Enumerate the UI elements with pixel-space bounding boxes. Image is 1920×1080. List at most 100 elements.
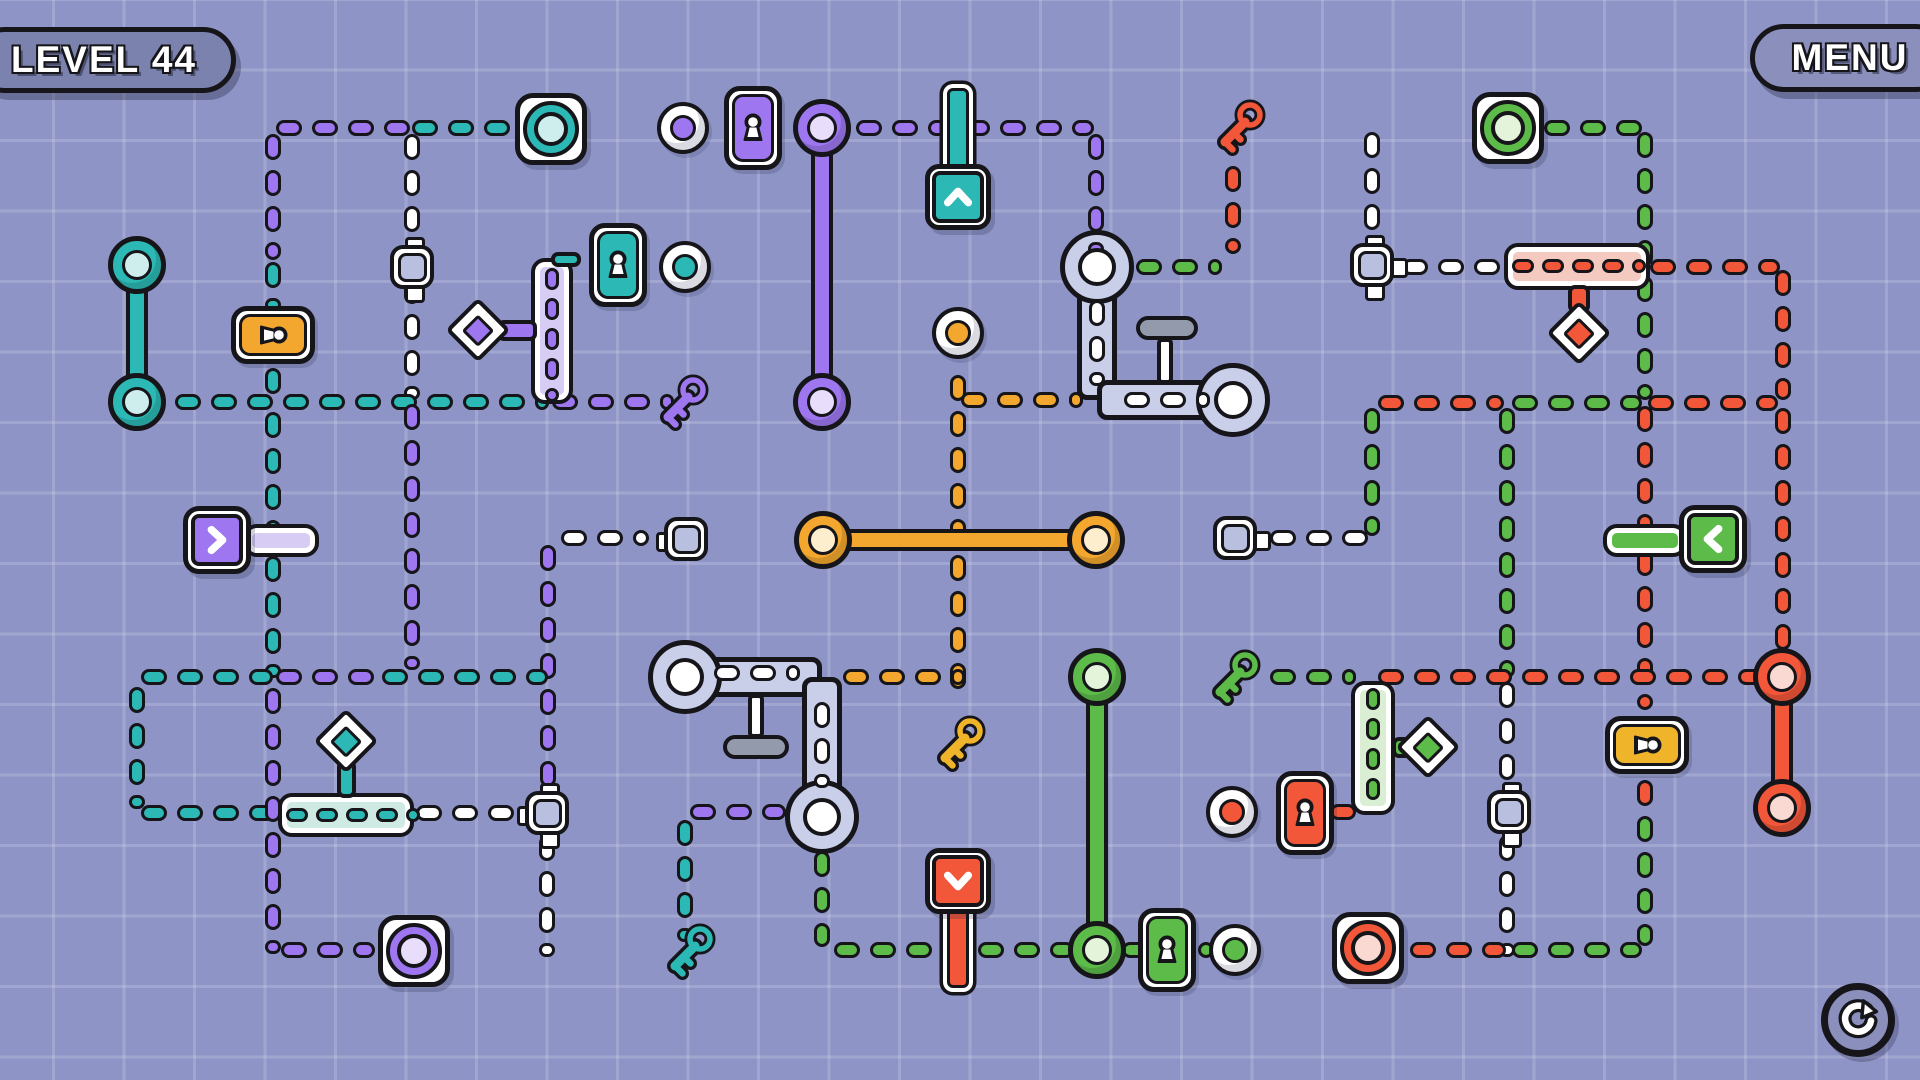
connector-bar: [551, 252, 581, 267]
link-bar-purple[interactable]: [811, 128, 833, 402]
path-dash-orange: [951, 669, 965, 685]
toggle-red[interactable]: [925, 848, 991, 914]
key-red-icon[interactable]: [1206, 95, 1270, 159]
socket-center: [1222, 937, 1248, 963]
socket-center: [1219, 799, 1245, 825]
slider-diamond-handle[interactable]: [1546, 300, 1612, 366]
path-dash-teal: [677, 856, 693, 882]
lock-body: [1146, 916, 1188, 984]
path-dash-green: [1014, 942, 1040, 958]
pipe-ball[interactable]: [1078, 248, 1116, 286]
slider-chevron-handle[interactable]: [183, 506, 251, 574]
slider-diamond-handle[interactable]: [1395, 714, 1461, 780]
path-dash-teal: [129, 795, 145, 809]
path-dash-red: [1225, 166, 1241, 192]
pipe-t-handle[interactable]: [1136, 316, 1198, 340]
keyhole-icon: [733, 108, 773, 148]
key-teal-icon[interactable]: [656, 919, 720, 983]
link-node-purple[interactable]: [793, 99, 851, 157]
path-dash-orange: [950, 483, 966, 509]
pipe-t-handle[interactable]: [723, 735, 789, 759]
link-node-orange[interactable]: [794, 511, 852, 569]
path-dash-green: [1544, 120, 1570, 136]
socket-red: [1206, 786, 1258, 838]
link-node-green[interactable]: [1068, 921, 1126, 979]
circle-button-red[interactable]: [1332, 912, 1404, 984]
path-dash-green: [1499, 552, 1515, 578]
button-ring: [1340, 920, 1396, 976]
path-dash-red: [1637, 442, 1653, 468]
path-dash-orange: [1069, 392, 1083, 408]
pipe-ball[interactable]: [666, 658, 704, 696]
path-dash-green: [1548, 395, 1574, 411]
path-dash-red: [1758, 259, 1780, 275]
path-dash-green: [1637, 888, 1653, 914]
link-bar-orange[interactable]: [823, 529, 1096, 551]
path-dash-teal: [265, 556, 281, 582]
path-dash-teal: [406, 808, 420, 822]
path-dash-red: [1722, 259, 1748, 275]
path-dash-teal: [454, 669, 480, 685]
path-dash-red: [1637, 780, 1653, 806]
path-dash-orange: [961, 392, 987, 408]
link-node-orange[interactable]: [1067, 511, 1125, 569]
junction-node: [664, 517, 708, 561]
pipe-ball[interactable]: [1214, 381, 1252, 419]
path-dash-white: [1499, 907, 1515, 933]
path-dash-orange: [950, 375, 966, 401]
link-node-green[interactable]: [1068, 648, 1126, 706]
key-purple-icon[interactable]: [649, 370, 713, 434]
link-node-red[interactable]: [1753, 648, 1811, 706]
toggle-teal[interactable]: [925, 164, 991, 230]
path-dash-teal: [319, 394, 345, 410]
circle-button-purple[interactable]: [378, 915, 450, 987]
pipe-ball[interactable]: [803, 798, 841, 836]
path-dash-teal: [355, 394, 381, 410]
junction-node-center: [1494, 797, 1524, 827]
path-dash-red: [1414, 395, 1440, 411]
link-bar-green[interactable]: [1086, 677, 1108, 950]
path-dash-white: [1089, 336, 1105, 362]
path-dash-purple: [404, 584, 420, 610]
path-dash-teal: [265, 628, 281, 654]
circle-button-green[interactable]: [1472, 92, 1544, 164]
path-dash-white: [488, 805, 514, 821]
slider-diamond-handle[interactable]: [313, 708, 379, 774]
key-green-icon[interactable]: [1201, 645, 1265, 709]
path-dash-white: [714, 665, 740, 681]
menu-button[interactable]: MENU: [1750, 24, 1920, 92]
lock-teal: [589, 223, 647, 307]
path-dash-green: [1616, 120, 1642, 136]
path-dash-red: [1486, 669, 1512, 685]
path-dash-white: [750, 665, 776, 681]
path-dash-white: [404, 350, 420, 376]
link-node-teal[interactable]: [108, 236, 166, 294]
path-dash-teal: [427, 394, 453, 410]
path-dash-red: [1225, 238, 1241, 254]
keyhole-icon: [1147, 930, 1187, 970]
path-dash-purple: [265, 940, 281, 954]
path-dash-red: [1225, 202, 1241, 228]
path-dash-red: [1637, 586, 1653, 612]
lock-gold: [1605, 716, 1689, 774]
path-dash-purple: [353, 942, 375, 958]
circle-button-teal[interactable]: [515, 93, 587, 165]
path-dash-green: [1637, 168, 1653, 194]
restart-button[interactable]: [1821, 983, 1895, 1057]
path-dash-green: [1136, 259, 1162, 275]
path-dash-purple: [276, 669, 302, 685]
path-dash-purple: [624, 394, 650, 410]
pipe-handle-stem: [748, 694, 764, 738]
path-dash-green: [1584, 395, 1610, 411]
path-dash-teal: [526, 669, 548, 685]
link-node-red[interactable]: [1753, 779, 1811, 837]
path-dash-teal: [141, 669, 167, 685]
slider-chevron-handle[interactable]: [1679, 505, 1747, 573]
slider-diamond-handle[interactable]: [445, 297, 511, 363]
key-gold-icon[interactable]: [926, 711, 990, 775]
link-node-teal[interactable]: [108, 373, 166, 431]
path-dash-red: [1630, 669, 1656, 685]
path-dash-red: [1775, 588, 1791, 614]
path-dash-orange: [950, 411, 966, 437]
link-node-purple[interactable]: [793, 373, 851, 431]
